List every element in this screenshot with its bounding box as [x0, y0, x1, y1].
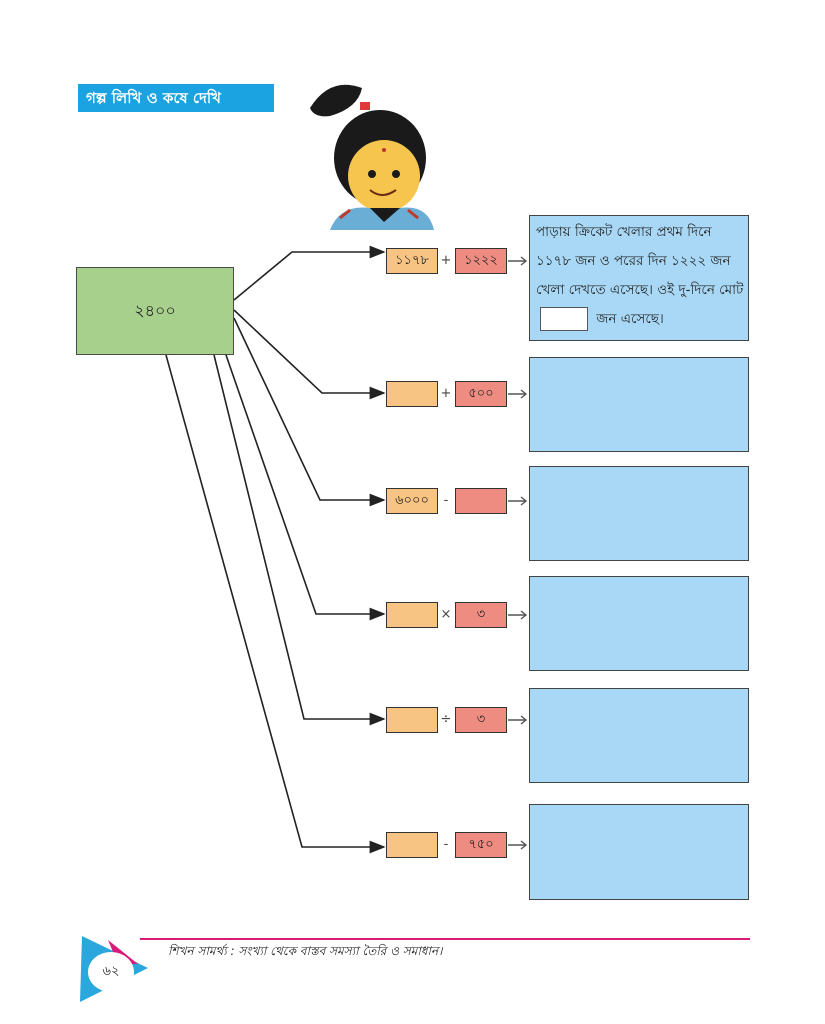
story-box-3[interactable]	[529, 466, 749, 561]
arrow-right-icon	[508, 389, 528, 399]
arrow-right-icon	[508, 840, 528, 850]
operator-sign: -	[443, 493, 449, 508]
operand-left-value: ১১৭৮	[395, 252, 429, 268]
story-box-2[interactable]	[529, 357, 749, 452]
operand-right-box[interactable]: ১২২২	[455, 248, 507, 274]
operand-left-box[interactable]: ৬০০০	[386, 488, 438, 514]
arrow-right-icon	[508, 496, 528, 506]
operator-sign: +	[440, 386, 452, 401]
operand-right-box[interactable]: ৫০০	[455, 381, 507, 407]
operand-right-value: ১২২২	[464, 252, 498, 268]
operand-right-value: ৩	[476, 711, 486, 727]
operand-right-box[interactable]: ৩	[455, 602, 507, 628]
learning-outcome-text: শিখন সামর্থ্য : সংখ্যা থেকে বাস্তব সমস্য…	[168, 944, 443, 958]
operand-left-value: ৬০০০	[395, 492, 429, 508]
operand-right-box[interactable]	[455, 488, 507, 514]
page-number: ৬২	[88, 952, 134, 992]
operand-left-box[interactable]	[386, 707, 438, 733]
story-box-6[interactable]	[529, 804, 749, 900]
operand-left-box[interactable]: ১১৭৮	[386, 248, 438, 274]
arrow-right-icon	[508, 610, 528, 620]
girl-illustration	[310, 84, 434, 230]
operand-right-value: ৭৫০	[468, 836, 494, 852]
operand-right-value: ৫০০	[468, 385, 494, 401]
operator-sign: +	[440, 253, 452, 268]
source-number-box: ২৪০০	[76, 267, 234, 355]
source-number: ২৪০০	[134, 300, 176, 320]
operator-sign: ×	[440, 607, 452, 622]
operand-left-box[interactable]	[386, 602, 438, 628]
story-text: পাড়ায় ক্রিকেট খেলার প্রথম দিনে ১১৭৮ জন…	[536, 224, 744, 298]
operand-right-box[interactable]: ৭৫০	[455, 832, 507, 858]
arrow-right-icon	[508, 256, 528, 266]
answer-blank-input[interactable]	[540, 307, 588, 331]
story-box-5[interactable]	[529, 688, 749, 783]
story-text-end: জন এসেছে।	[596, 311, 664, 327]
operator-sign: ÷	[440, 712, 452, 727]
arrow-right-icon	[508, 715, 528, 725]
operator-sign: -	[443, 837, 449, 852]
section-title-banner: গল্প লিখি ও কষে দেখি	[78, 84, 274, 112]
footer-divider	[140, 938, 750, 940]
operand-right-box[interactable]: ৩	[455, 707, 507, 733]
operand-left-box[interactable]	[386, 832, 438, 858]
story-box-1: পাড়ায় ক্রিকেট খেলার প্রথম দিনে ১১৭৮ জন…	[529, 215, 749, 341]
operand-right-value: ৩	[476, 606, 486, 622]
story-box-4[interactable]	[529, 576, 749, 671]
operand-left-box[interactable]	[386, 381, 438, 407]
